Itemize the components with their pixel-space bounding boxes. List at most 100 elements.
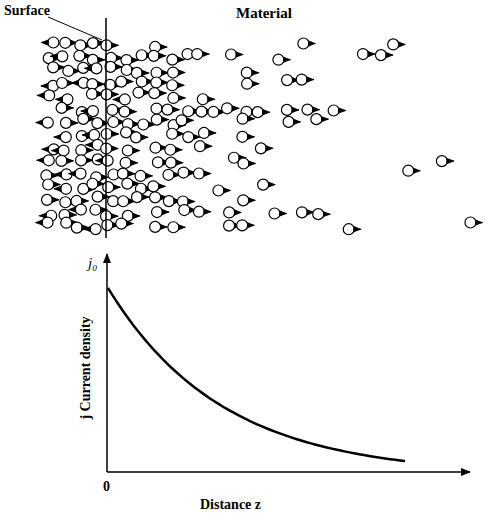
particle — [162, 104, 180, 115]
particle — [96, 155, 114, 166]
particle — [237, 131, 255, 142]
particle — [119, 106, 137, 117]
particle — [176, 115, 194, 126]
surface-line — [105, 18, 107, 238]
particle — [131, 132, 149, 143]
axis-title: j Current density — [79, 316, 93, 419]
axis-origin: 0 — [103, 480, 110, 494]
particle — [52, 145, 70, 156]
x-axis — [107, 471, 470, 473]
particle — [226, 49, 244, 60]
particle — [37, 90, 55, 101]
particle — [238, 158, 256, 169]
particle — [54, 169, 72, 180]
particle — [258, 179, 276, 190]
particle — [165, 144, 183, 155]
particle — [116, 218, 134, 229]
particle — [388, 39, 406, 50]
y-axis — [106, 254, 108, 472]
particle — [152, 207, 170, 218]
particle — [148, 181, 166, 192]
particle — [54, 183, 72, 194]
axis-title: Distance z — [200, 498, 261, 512]
particle — [57, 77, 75, 88]
particle — [168, 67, 186, 78]
particle — [194, 141, 212, 152]
particle — [436, 156, 454, 167]
particle-field — [36, 37, 483, 235]
particle — [149, 88, 167, 99]
particle — [273, 54, 291, 65]
particle — [69, 168, 87, 179]
particle — [43, 179, 61, 190]
particle — [36, 117, 54, 128]
particle — [151, 114, 169, 125]
particle — [120, 157, 137, 168]
particle — [357, 49, 375, 60]
particle — [116, 76, 133, 87]
particle — [36, 217, 54, 228]
particle — [328, 105, 346, 116]
particle — [41, 37, 59, 48]
particle — [148, 50, 166, 61]
particle — [60, 117, 78, 128]
particle — [255, 143, 273, 154]
particle — [56, 102, 73, 113]
particle — [281, 104, 299, 115]
particle — [298, 38, 316, 49]
particle — [105, 61, 123, 72]
particle — [167, 80, 185, 91]
particle — [150, 221, 168, 232]
particle — [151, 67, 169, 78]
particle — [69, 204, 87, 215]
particle — [168, 222, 186, 233]
particle — [131, 192, 149, 203]
particle — [313, 209, 331, 220]
particle — [84, 224, 102, 235]
particle — [241, 67, 258, 78]
surface-label: Surface — [4, 4, 50, 18]
particle — [84, 63, 102, 74]
particle — [122, 145, 139, 156]
particle — [237, 113, 255, 124]
particle — [133, 87, 151, 98]
particle — [242, 78, 260, 89]
particle — [76, 155, 94, 166]
particle — [151, 77, 169, 88]
particle — [465, 217, 483, 228]
particle — [101, 89, 119, 100]
particle — [224, 207, 242, 218]
particle — [198, 127, 216, 138]
particle — [37, 155, 55, 166]
particle — [403, 165, 421, 176]
particle — [197, 94, 215, 105]
particle — [193, 206, 211, 217]
particle — [54, 132, 72, 143]
particle — [296, 74, 314, 85]
particle — [135, 170, 153, 181]
particle — [269, 208, 287, 219]
particle — [311, 114, 329, 125]
particle — [213, 185, 231, 196]
particle — [178, 167, 196, 178]
particle — [42, 194, 60, 205]
particle — [101, 128, 119, 139]
particle — [167, 128, 185, 139]
particle — [193, 168, 211, 179]
decay-curve — [108, 288, 405, 461]
particle — [222, 103, 240, 114]
axis-value: j₀ — [88, 256, 97, 271]
particle — [76, 145, 94, 156]
particle — [101, 143, 119, 154]
particle — [283, 116, 301, 127]
particle — [238, 195, 256, 206]
particle — [113, 94, 131, 105]
particle — [117, 168, 134, 179]
particle — [343, 224, 361, 235]
particle — [375, 50, 393, 61]
particle — [87, 79, 105, 90]
particle — [252, 107, 270, 118]
particle — [192, 49, 210, 60]
particle — [101, 40, 119, 51]
